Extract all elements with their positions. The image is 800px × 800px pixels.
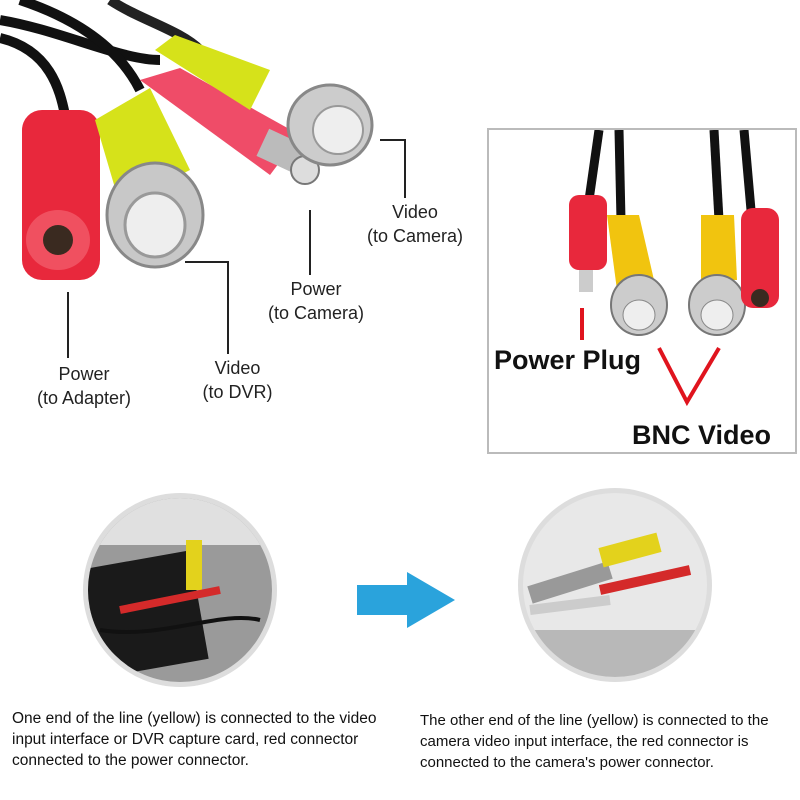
inset-photo [569, 130, 779, 407]
label-power-to-adapter: Power (to Adapter) [14, 362, 154, 410]
step-left-description: One end of the line (yellow) is connecte… [12, 710, 377, 769]
label-line: Video [214, 358, 261, 378]
label-line: (to Adapter) [36, 388, 132, 408]
power-plug-label: Power Plug [494, 345, 642, 375]
label-line: (to DVR) [202, 382, 273, 402]
label-video-to-camera: Video (to Camera) [345, 200, 485, 248]
label-line: (to Camera) [366, 226, 464, 246]
label-video-to-dvr: Video (to DVR) [170, 356, 305, 404]
inset-connector-diagram: Power Plug BNC Video [487, 128, 797, 454]
step-right-description: The other end of the line (yellow) is co… [420, 712, 769, 771]
bnc-video-label: BNC Video [632, 420, 772, 450]
label-line: Power [58, 364, 110, 384]
label-line: Power [290, 279, 342, 299]
label-line: Video [392, 202, 438, 222]
label-power-to-camera: Power (to Camera) [246, 277, 386, 325]
label-line: (to Camera) [267, 303, 365, 323]
